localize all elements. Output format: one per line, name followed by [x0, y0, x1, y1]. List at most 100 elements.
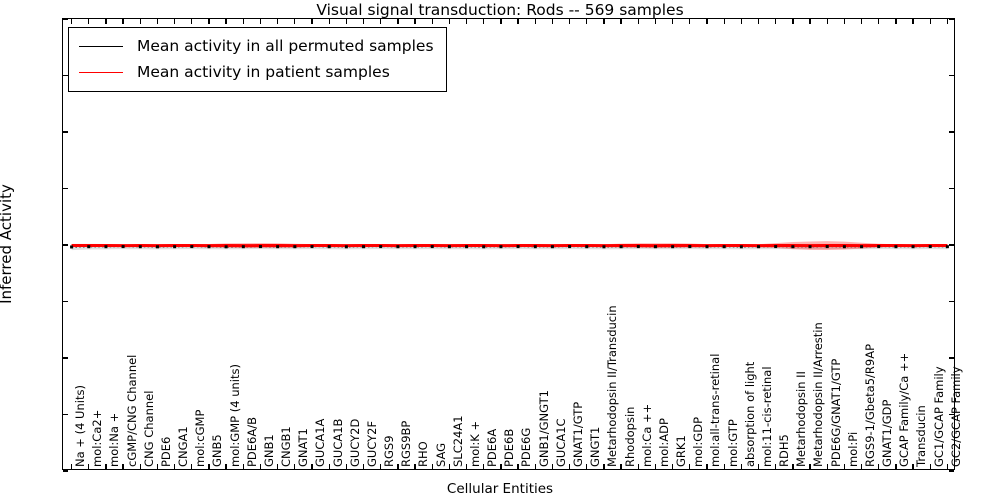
legend-entry-permuted: Mean activity in all permuted samples: [79, 33, 434, 59]
series-marker: [447, 245, 451, 249]
x-tick-mark: [809, 19, 811, 24]
series-marker: [911, 245, 915, 249]
series-marker: [155, 245, 159, 249]
x-tick-label: GRK1: [674, 435, 689, 467]
x-tick-mark: [277, 19, 279, 24]
x-tick-mark: [895, 464, 897, 469]
x-tick-mark: [826, 464, 828, 469]
x-tick-label: CNG Channel: [141, 390, 156, 467]
x-tick-label: mol:Ca ++: [639, 403, 654, 467]
x-tick-mark: [139, 464, 141, 469]
series-marker: [774, 245, 778, 249]
x-tick-mark: [242, 464, 244, 469]
x-tick-mark: [242, 19, 244, 24]
x-tick-mark: [929, 464, 931, 469]
y-tick-mark: [63, 413, 68, 416]
x-tick-label: PDE6A/B: [244, 416, 259, 467]
series-marker: [653, 245, 657, 249]
x-tick-mark: [105, 464, 107, 469]
x-tick-mark: [465, 19, 468, 24]
series-marker: [379, 245, 383, 249]
x-tick-label: mol:GDP: [691, 416, 706, 467]
y-tick-mark: [949, 470, 954, 472]
x-tick-mark: [792, 464, 794, 469]
x-tick-label: absorption of light: [742, 361, 757, 467]
series-marker: [739, 245, 743, 249]
x-tick-mark: [878, 464, 880, 469]
plot-area: [62, 18, 955, 472]
x-tick-mark: [757, 19, 760, 24]
x-tick-label: Metarhodopsin II/Transducin: [605, 305, 620, 467]
x-tick-mark: [740, 464, 742, 469]
y-tick-mark: [949, 357, 954, 359]
x-tick-mark: [860, 464, 863, 469]
series-marker: [568, 245, 572, 249]
x-tick-mark: [500, 464, 502, 469]
series-marker: [688, 245, 692, 249]
x-tick-mark: [431, 19, 433, 24]
x-tick-mark: [70, 464, 73, 469]
series-marker: [224, 245, 228, 249]
x-tick-mark: [191, 19, 193, 24]
series-marker: [121, 245, 125, 249]
x-tick-mark: [826, 19, 828, 24]
series-marker: [705, 245, 709, 249]
x-tick-mark: [105, 19, 107, 24]
x-tick-mark: [860, 19, 863, 24]
x-tick-mark: [946, 19, 949, 24]
x-tick-mark: [414, 19, 416, 24]
x-tick-mark: [843, 19, 846, 24]
x-tick-mark: [551, 19, 554, 24]
x-tick-label: RGS9: [382, 435, 397, 467]
y-tick-mark: [949, 18, 954, 20]
x-tick-mark: [568, 464, 571, 469]
series-marker: [860, 245, 864, 249]
x-tick-label: CNGB1: [279, 426, 294, 467]
x-tick-label: GNGT1: [588, 426, 603, 467]
x-tick-mark: [603, 19, 605, 24]
x-tick-mark: [139, 19, 141, 24]
x-tick-label: GUCA1B: [330, 418, 345, 467]
x-tick-mark: [740, 19, 742, 24]
series-marker: [310, 245, 314, 249]
y-tick-mark: [63, 357, 68, 359]
x-tick-label: PDE6: [158, 436, 173, 467]
y-tick-mark: [949, 300, 954, 303]
x-tick-mark: [723, 464, 725, 469]
series-marker: [413, 245, 417, 249]
series-marker: [293, 245, 297, 249]
series-marker: [344, 245, 348, 249]
x-tick-mark: [483, 464, 485, 469]
series-marker: [585, 245, 589, 249]
x-tick-mark: [88, 19, 90, 24]
series-marker: [602, 245, 606, 249]
x-axis-title: Cellular Entities: [446, 481, 554, 497]
x-tick-label: GNAT1: [296, 428, 311, 467]
x-tick-mark: [225, 19, 227, 24]
x-tick-mark: [517, 464, 519, 469]
x-tick-label: GUCA1A: [313, 418, 328, 467]
series-marker: [87, 245, 91, 249]
series-marker: [877, 245, 881, 249]
x-tick-mark: [259, 464, 262, 469]
x-tick-mark: [156, 464, 159, 469]
x-tick-mark: [294, 19, 296, 24]
x-tick-mark: [912, 464, 914, 469]
x-tick-label: GNAT1/GTP: [571, 401, 585, 467]
series-marker: [791, 245, 795, 249]
x-tick-mark: [809, 464, 811, 469]
x-tick-mark: [620, 19, 622, 24]
x-tick-mark: [757, 464, 760, 469]
x-tick-label: GNAT1/GDP: [880, 399, 895, 467]
y-axis-title-text: Inferred Activity: [0, 184, 15, 304]
x-tick-label: Rhodopsin: [622, 406, 637, 467]
series-marker: [499, 245, 503, 249]
x-tick-label: mol:11-cis-retinal: [759, 366, 774, 467]
x-tick-mark: [414, 464, 416, 469]
x-tick-mark: [362, 464, 365, 469]
y-tick-mark: [949, 244, 954, 246]
x-tick-mark: [689, 19, 691, 24]
x-tick-mark: [122, 464, 124, 469]
x-tick-label: mol:Na +: [107, 412, 122, 467]
legend-label-patient: Mean activity in patient samples: [137, 63, 390, 81]
